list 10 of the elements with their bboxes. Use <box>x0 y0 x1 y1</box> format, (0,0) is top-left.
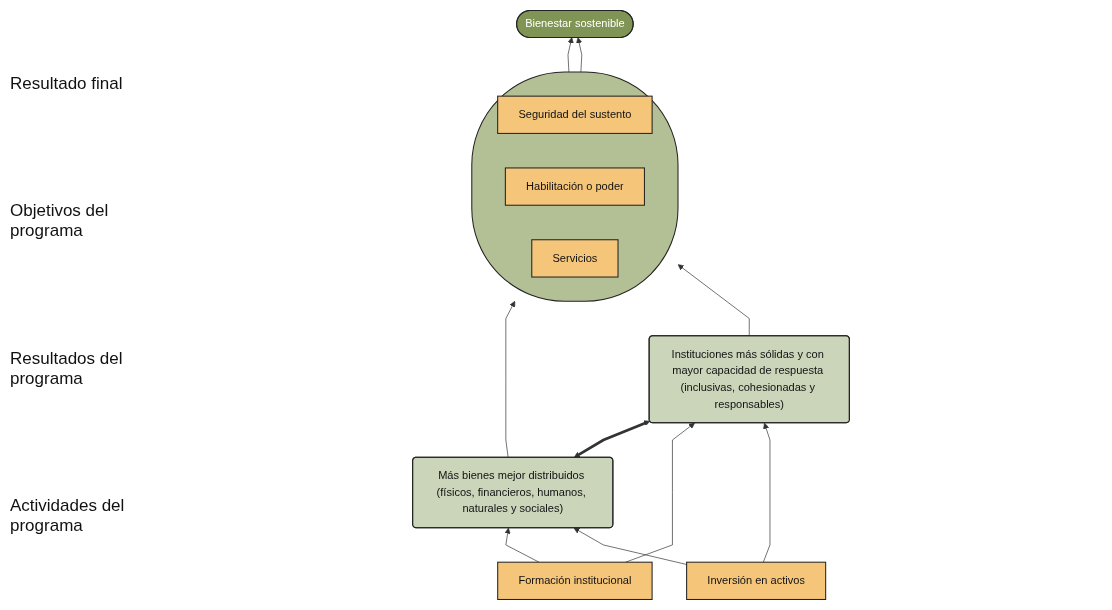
level-label: Resultado final <box>10 73 124 94</box>
node-box: Habilitación o poder <box>504 167 645 206</box>
node-box: Inversión en activos <box>686 561 827 600</box>
level-label: Actividades del programa <box>10 496 126 537</box>
arrow <box>573 420 651 458</box>
node-box: Formación institucional <box>497 561 653 600</box>
node-box: Seguridad del sustento <box>497 95 653 134</box>
node-box: Servicios <box>531 239 619 278</box>
level-label: Objetivos del programa <box>10 201 110 242</box>
level-label: Resultados del programa <box>10 348 124 389</box>
